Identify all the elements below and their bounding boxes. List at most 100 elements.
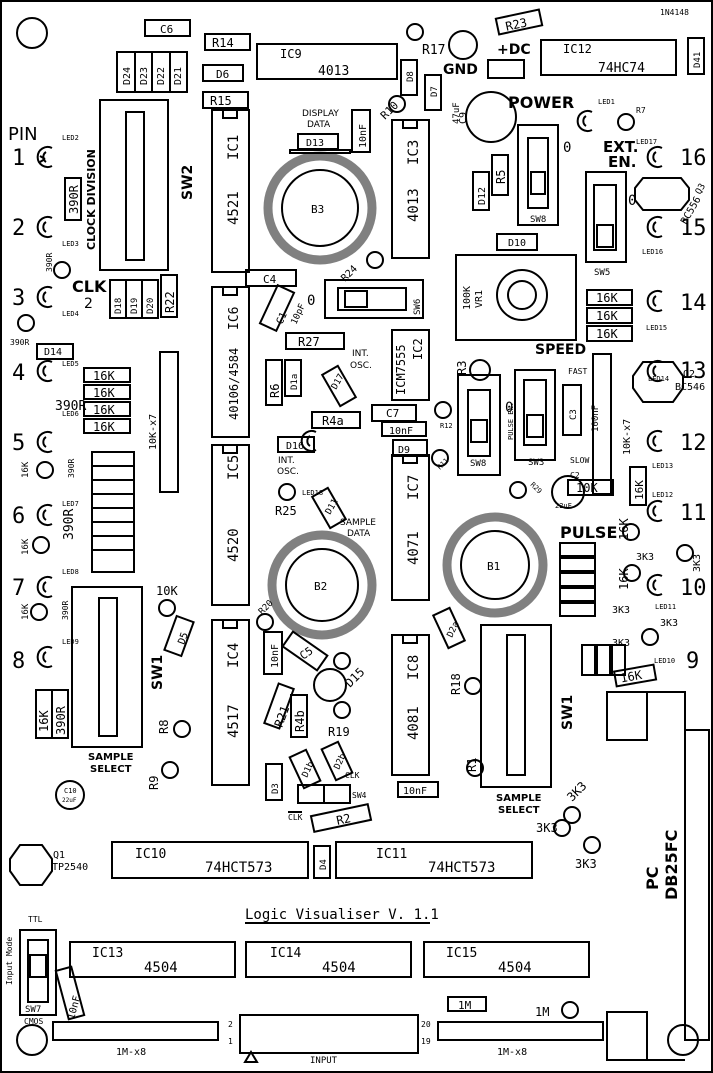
d16-label: D16 [286,441,304,452]
r18-label: R18 [449,673,463,695]
capacitor-c6 [144,19,191,37]
diode-d7 [424,74,442,111]
resistor-label: 16K [37,710,51,732]
capacitor-10nf [381,421,427,437]
diode-d10 [496,233,538,251]
ic5-part: 4520 [226,528,242,562]
diode-d4 [313,845,331,879]
left-small-labels: 16K 390R 16K 390R 16K 390R [21,459,77,620]
resistor-label: 3K3 [575,857,597,871]
r12-label: R12 [440,422,453,430]
c6-label: C6 [160,23,173,36]
left-pads [30,461,54,621]
resistor-r21 [263,682,295,730]
int-label: INT. [278,456,295,466]
resistor-r5 [491,154,509,196]
diode-d3 [265,763,283,801]
diode-d14 [36,343,74,360]
led-icon [646,290,663,312]
ic15-part: 4504 [498,960,532,976]
ic4-name: IC4 [226,643,242,668]
switch-sw2 [99,99,169,271]
led-label: LED9 [62,638,79,646]
ic2-name: IC2 [411,338,425,360]
display-label: DISPLAY [302,109,339,119]
diode-label: D23 [139,67,150,85]
d10-label: D10 [508,238,526,249]
led-icon [646,430,663,452]
pin-number: 15 [680,216,707,241]
r12-pad [434,401,452,419]
r29-label: R29 [529,481,544,496]
resistor-label: 390R [67,459,76,478]
ic1-outline [211,109,250,273]
switch-knob [344,290,368,308]
diode-d2a [431,606,467,650]
resistor-label: 3K3 [636,552,654,563]
mount-hole-bl [16,1024,48,1056]
resistor-label: 3K3 [536,821,558,835]
ic13-part: 4504 [144,960,178,976]
diode-part-label: 1N4148 [660,8,689,17]
capacitor-c2 [551,475,585,509]
led-label: LED4 [62,310,79,318]
r3-label: R3 [455,361,469,375]
potentiometer-vr1 [455,254,577,341]
ext-off-mark: 0 [628,193,636,209]
r7-pad [617,113,635,131]
r5-label: R5 [494,170,508,184]
q2-label: Q2 [683,369,695,380]
switch-sw8 [457,374,501,476]
resistor-390r [51,689,69,739]
diode-d5 [163,614,195,658]
resistor-label: 16K [21,603,31,620]
pot-shaft [507,280,537,310]
ic5-name: IC5 [226,455,242,480]
transistor-q1 [9,844,53,886]
d6-label: D6 [216,68,229,81]
clk-div-label: 2 [84,296,93,312]
resistor-r14 [204,33,251,51]
transistor-q2 [632,361,684,403]
diodes-d18-d20 [109,279,159,319]
switch-slot [98,597,118,737]
slow-label: SLOW [570,456,589,465]
osc-off-mark: 0 [307,293,315,309]
ic14-part: 4504 [322,960,356,976]
resistor-label: 16K [93,369,115,383]
d41-label: D41 [693,52,703,68]
left-led-labels: LED2 LED3 LED4 LED5 LED6 LED7 LED8 LED9 [62,134,79,646]
fast-label: FAST [568,367,587,376]
sample-label: SAMPLE [496,793,542,804]
resistor-r15 [202,91,249,109]
led-label: LED3 [62,240,79,248]
switch-knob [530,171,546,195]
db25-tab-top [606,691,648,741]
q3-label: Q3 [694,182,708,196]
led-label: LED12 [652,491,673,499]
diode-ladder [91,451,135,573]
ic10-part: 74HCT573 [205,860,272,876]
3k3-lower-labels: 3K3 3K3 3K3 [536,779,597,871]
ext-label: EXT. [603,138,638,156]
switch-knob [470,419,488,443]
resistor-label: 390R [55,399,86,414]
switch-knob [596,224,614,248]
led-icon [36,576,53,598]
resistor-label: 390R [45,253,54,272]
resistor-1m [447,996,487,1012]
resistor-network-1mx8-right [437,1021,604,1041]
pin-number: 1 [228,1037,233,1046]
c1-label: C1 [275,311,290,327]
led-icon [36,431,53,453]
resistor-network-10kx7-left [159,351,179,493]
led-icon [646,500,663,522]
sw6-label: SW6 [413,299,423,315]
switch-sw5 [585,171,627,263]
pin-number: 7 [12,576,25,601]
q1-label: Q1 [53,850,65,861]
ic11-part: 74HCT573 [428,860,495,876]
pulse-resistors [559,542,596,617]
power-label: POWER [508,93,574,112]
